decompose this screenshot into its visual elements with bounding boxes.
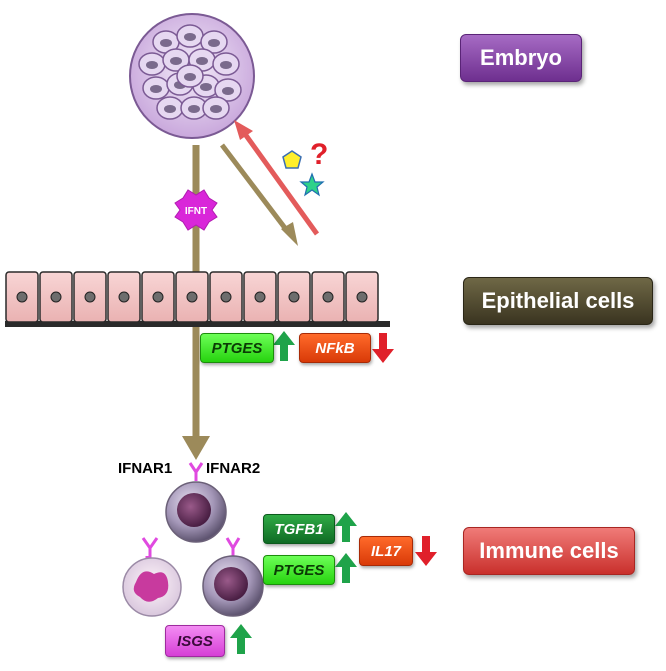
epithelial-cell bbox=[277, 271, 311, 323]
ifnt-star: IFNT bbox=[174, 189, 218, 231]
ifnt-label: IFNT bbox=[185, 206, 207, 217]
il17-down-arrow-icon bbox=[415, 536, 437, 566]
embryo-blastomeres bbox=[138, 24, 242, 120]
blastomere bbox=[156, 96, 184, 120]
nfkb-down-arrow-icon bbox=[372, 333, 394, 363]
ptges-immune-up-arrow-icon bbox=[335, 553, 357, 583]
blastomere bbox=[162, 48, 190, 72]
epithelial-cell bbox=[175, 271, 209, 323]
immune-cell-top bbox=[165, 481, 227, 543]
question-mark: ? bbox=[310, 138, 329, 171]
blastomere bbox=[200, 30, 228, 54]
immune-cells-label: Immune cells bbox=[463, 527, 635, 575]
regulation-arrows bbox=[230, 331, 437, 654]
ifnar1-label: IFNAR1 bbox=[118, 460, 173, 477]
isgs-box: ISGS bbox=[165, 625, 225, 657]
epithelial-cell bbox=[107, 271, 141, 323]
blastomere bbox=[212, 52, 240, 76]
blastomere bbox=[214, 78, 242, 102]
epithelial-cell bbox=[209, 271, 243, 323]
blastomere bbox=[202, 96, 230, 120]
epithelial-layer bbox=[5, 271, 390, 327]
epithelial-cell bbox=[311, 271, 345, 323]
signal-arrow-head bbox=[182, 436, 210, 460]
epithelial-cell bbox=[141, 271, 175, 323]
isgs-up-arrow-icon bbox=[230, 624, 252, 654]
blastomere bbox=[142, 76, 170, 100]
blastomere bbox=[176, 64, 204, 88]
epithelial-cell bbox=[345, 271, 379, 323]
ifnar2-label: IFNAR2 bbox=[206, 460, 261, 477]
embryo-to-epithelium-arrow bbox=[220, 143, 290, 234]
blastomere bbox=[138, 52, 166, 76]
ptges-epithelial-box: PTGES bbox=[200, 333, 274, 363]
tgfb1-box: TGFB1 bbox=[263, 514, 335, 544]
neutrophil-cell bbox=[122, 557, 182, 617]
epithelial-cell bbox=[73, 271, 107, 323]
il17-box: IL17 bbox=[359, 536, 413, 566]
embryo-to-epithelium-arrow-head bbox=[281, 222, 298, 246]
epithelial-cell bbox=[39, 271, 73, 323]
epithelium-to-embryo-arrow bbox=[242, 132, 320, 236]
ptges-immune-box: PTGES bbox=[263, 555, 335, 585]
nfkb-box: NFkB bbox=[299, 333, 371, 363]
immune-cell-right bbox=[202, 555, 264, 617]
epithelial-cell bbox=[243, 271, 277, 323]
tgfb1-up-arrow-icon bbox=[335, 512, 357, 542]
embryo bbox=[129, 13, 255, 139]
ptges-epithelial-up-arrow-icon bbox=[273, 331, 295, 361]
epithelial-cells-label: Epithelial cells bbox=[463, 277, 653, 325]
star-molecule-icon bbox=[299, 172, 325, 197]
epithelial-cell bbox=[5, 271, 39, 323]
epithelium-to-embryo-arrow-head bbox=[234, 120, 253, 140]
pentagon-molecule-icon bbox=[282, 150, 302, 169]
blastomere bbox=[176, 24, 204, 48]
embryo-label: Embryo bbox=[460, 34, 582, 82]
